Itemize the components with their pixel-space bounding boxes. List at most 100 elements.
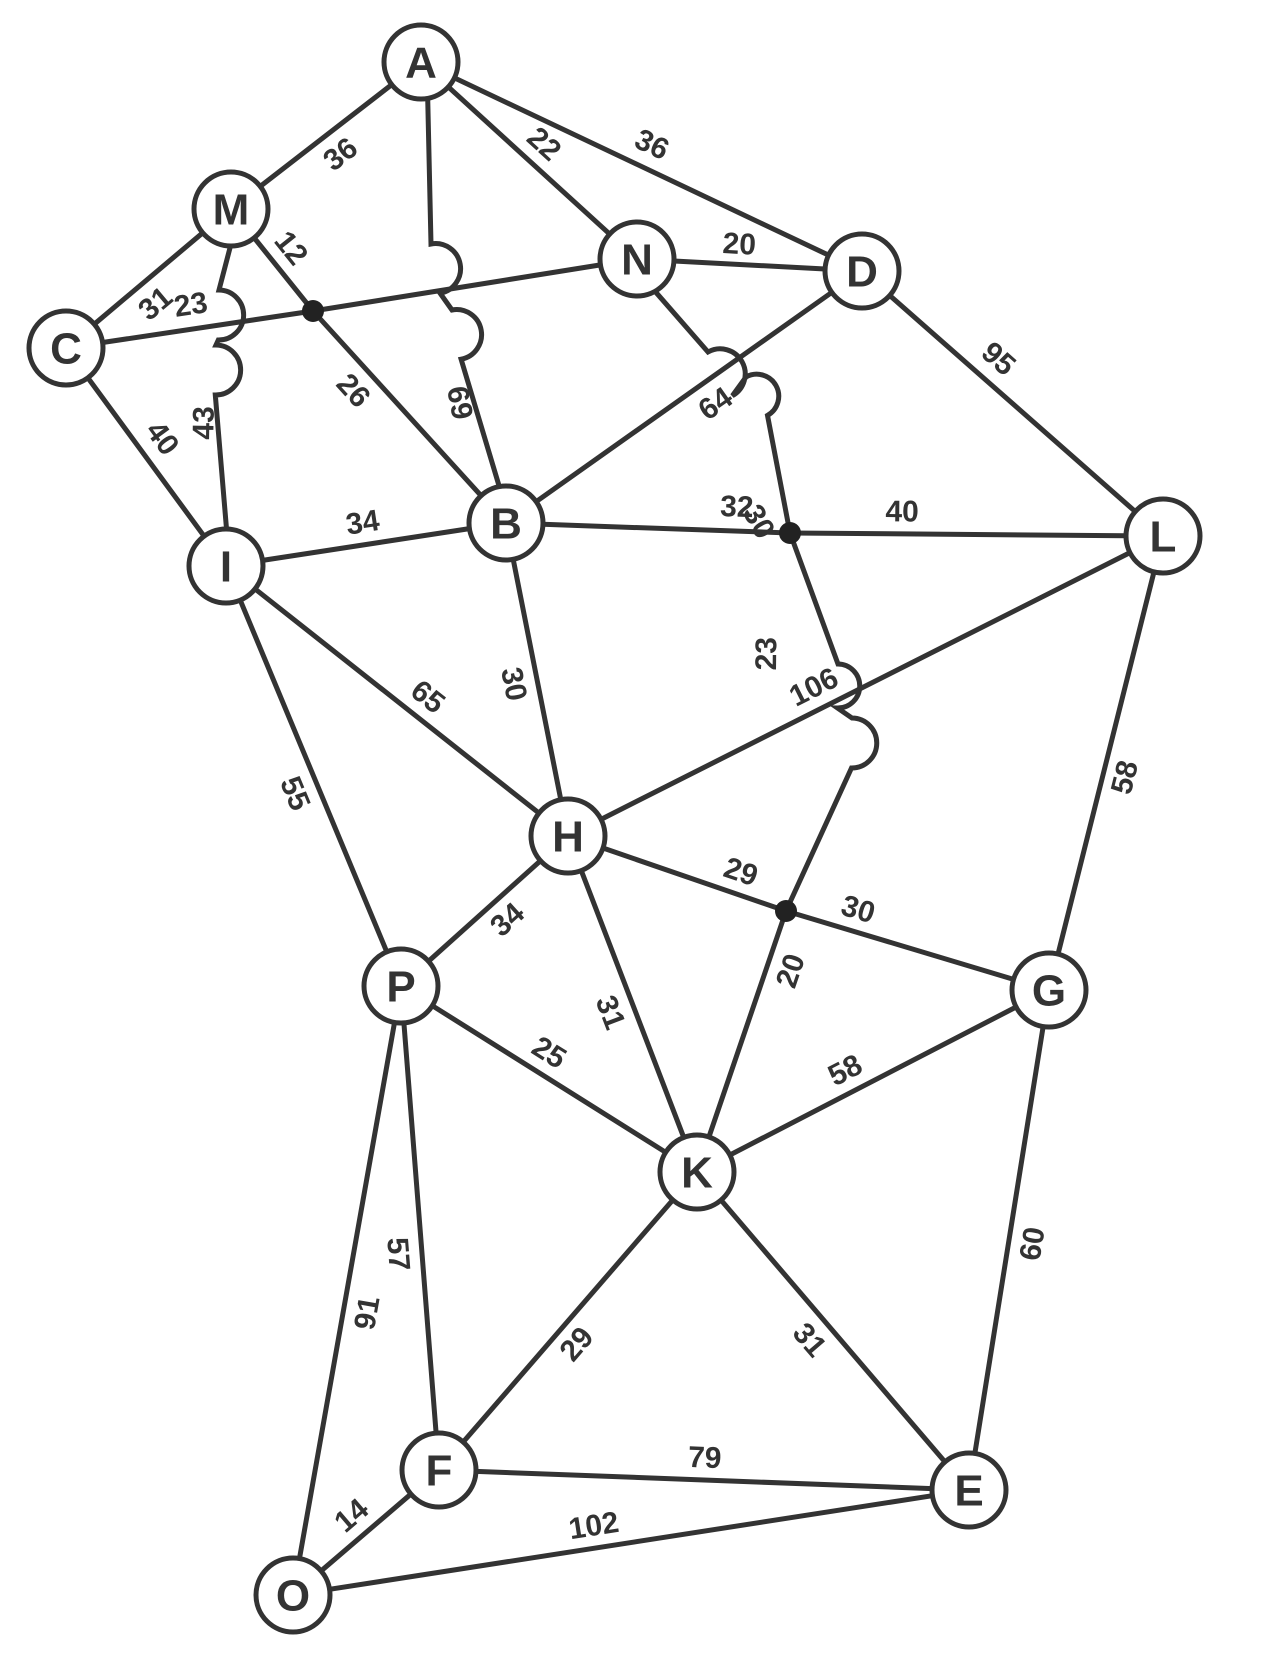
junction-point-j2	[779, 522, 801, 544]
edge-weight-i-p: 55	[273, 772, 316, 815]
node-b: B	[466, 483, 546, 563]
edge-weight-j3-g: 30	[837, 889, 878, 930]
edge-weight-h-j3: 29	[720, 851, 762, 893]
edge-i-h	[252, 586, 542, 816]
edge-b-h	[510, 556, 564, 803]
node-d: D	[822, 231, 902, 311]
edge-j1-n	[310, 262, 603, 314]
node-m: M	[191, 169, 271, 249]
edge-p-f	[401, 1020, 439, 1436]
edge-b-j2	[540, 521, 793, 536]
edge-weight-i-b: 34	[344, 504, 382, 542]
edge-j1-b	[310, 308, 484, 499]
node-circle-f	[399, 1430, 479, 1510]
node-label-i: I	[220, 543, 232, 592]
node-i: I	[186, 526, 266, 606]
nodes-layer: A M N D C B I L H P G K F E O	[26, 22, 1203, 1635]
node-circle-n	[597, 219, 677, 299]
node-circle-a	[381, 22, 461, 102]
edges-layer	[85, 75, 1157, 1592]
node-label-a: A	[405, 39, 437, 88]
edge-g-e	[972, 1024, 1046, 1456]
edge-a-b	[425, 95, 502, 490]
edge-k-g	[727, 1004, 1019, 1158]
node-label-p: P	[386, 963, 415, 1012]
edge-p-o	[296, 1019, 398, 1562]
node-label-l: L	[1150, 513, 1177, 562]
edge-weight-a-b: 69	[440, 384, 478, 423]
node-circle-m	[191, 169, 271, 249]
edge-o-f	[318, 1491, 414, 1574]
edge-m-j1	[251, 235, 316, 314]
node-circle-c	[26, 308, 106, 388]
node-p: P	[361, 946, 441, 1026]
node-circle-h	[528, 796, 608, 876]
edge-weight-b-h: 30	[494, 665, 533, 704]
node-label-b: B	[490, 500, 522, 549]
edge-o-e	[327, 1493, 935, 1592]
edge-k-e	[718, 1197, 948, 1465]
edge-h-k	[578, 868, 687, 1140]
edge-c-i	[85, 375, 207, 539]
node-circle-d	[822, 231, 902, 311]
node-circle-i	[186, 526, 266, 606]
node-label-k: K	[681, 1149, 713, 1198]
node-circle-p	[361, 946, 441, 1026]
junction-point-j1	[302, 300, 324, 322]
node-label-o: O	[276, 1572, 310, 1621]
edge-j3-g	[783, 908, 1017, 982]
edge-h-p	[426, 858, 543, 964]
edge-weight-l-g: 58	[1105, 757, 1145, 797]
node-circle-o	[253, 1555, 333, 1635]
node-g: G	[1009, 950, 1089, 1030]
node-label-d: D	[846, 248, 878, 297]
edge-weight-f-e: 79	[687, 1441, 722, 1475]
edge-weight-h-k: 31	[589, 991, 632, 1034]
edge-f-e	[473, 1468, 935, 1492]
edge-j2-l	[787, 530, 1129, 539]
edge-k-f	[460, 1197, 676, 1445]
junction-point-j3	[775, 900, 797, 922]
edge-weight-m-i: 43	[187, 406, 220, 440]
edge-weight-p-f: 57	[380, 1236, 416, 1272]
node-f: F	[399, 1430, 479, 1510]
node-circle-l	[1123, 496, 1203, 576]
edge-weight-j2-l: 40	[885, 495, 919, 528]
edge-i-p	[237, 597, 390, 955]
node-label-g: G	[1032, 967, 1066, 1016]
node-circle-k	[657, 1132, 737, 1212]
edge-j3-k	[706, 908, 789, 1140]
edge-a-d	[451, 75, 832, 258]
junctions-layer	[302, 300, 801, 922]
edge-i-b	[260, 526, 472, 563]
edge-h-j3	[600, 845, 789, 914]
edge-m-c	[91, 230, 206, 327]
node-o: O	[253, 1555, 333, 1635]
edge-m-i	[212, 243, 247, 532]
edge-h-l	[598, 550, 1133, 822]
node-circle-g	[1009, 950, 1089, 1030]
edge-a-m	[257, 82, 395, 189]
edge-weight-g-e: 60	[1014, 1225, 1052, 1263]
edge-weight-n-d: 20	[722, 227, 757, 262]
node-k: K	[657, 1132, 737, 1212]
edge-weight-o-e: 102	[567, 1506, 622, 1546]
edge-weight-a-d: 36	[630, 123, 674, 167]
node-label-c: C	[50, 325, 82, 374]
edge-weight-b-j2: 32	[720, 490, 755, 524]
edge-d-b	[533, 289, 835, 505]
edge-d-l	[887, 292, 1138, 515]
node-circle-e	[929, 1450, 1009, 1530]
node-label-h: H	[552, 813, 584, 862]
edge-n-d	[671, 258, 828, 272]
edge-weight-p-o: 91	[348, 1294, 386, 1333]
node-circle-b	[466, 483, 546, 563]
edge-weight-c-j1: 23	[172, 286, 210, 324]
edge-a-n	[445, 84, 613, 237]
edge-c-j1	[100, 308, 316, 346]
node-e: E	[929, 1450, 1009, 1530]
node-label-n: N	[621, 236, 653, 285]
node-l: L	[1123, 496, 1203, 576]
edge-l-g	[1055, 569, 1157, 957]
